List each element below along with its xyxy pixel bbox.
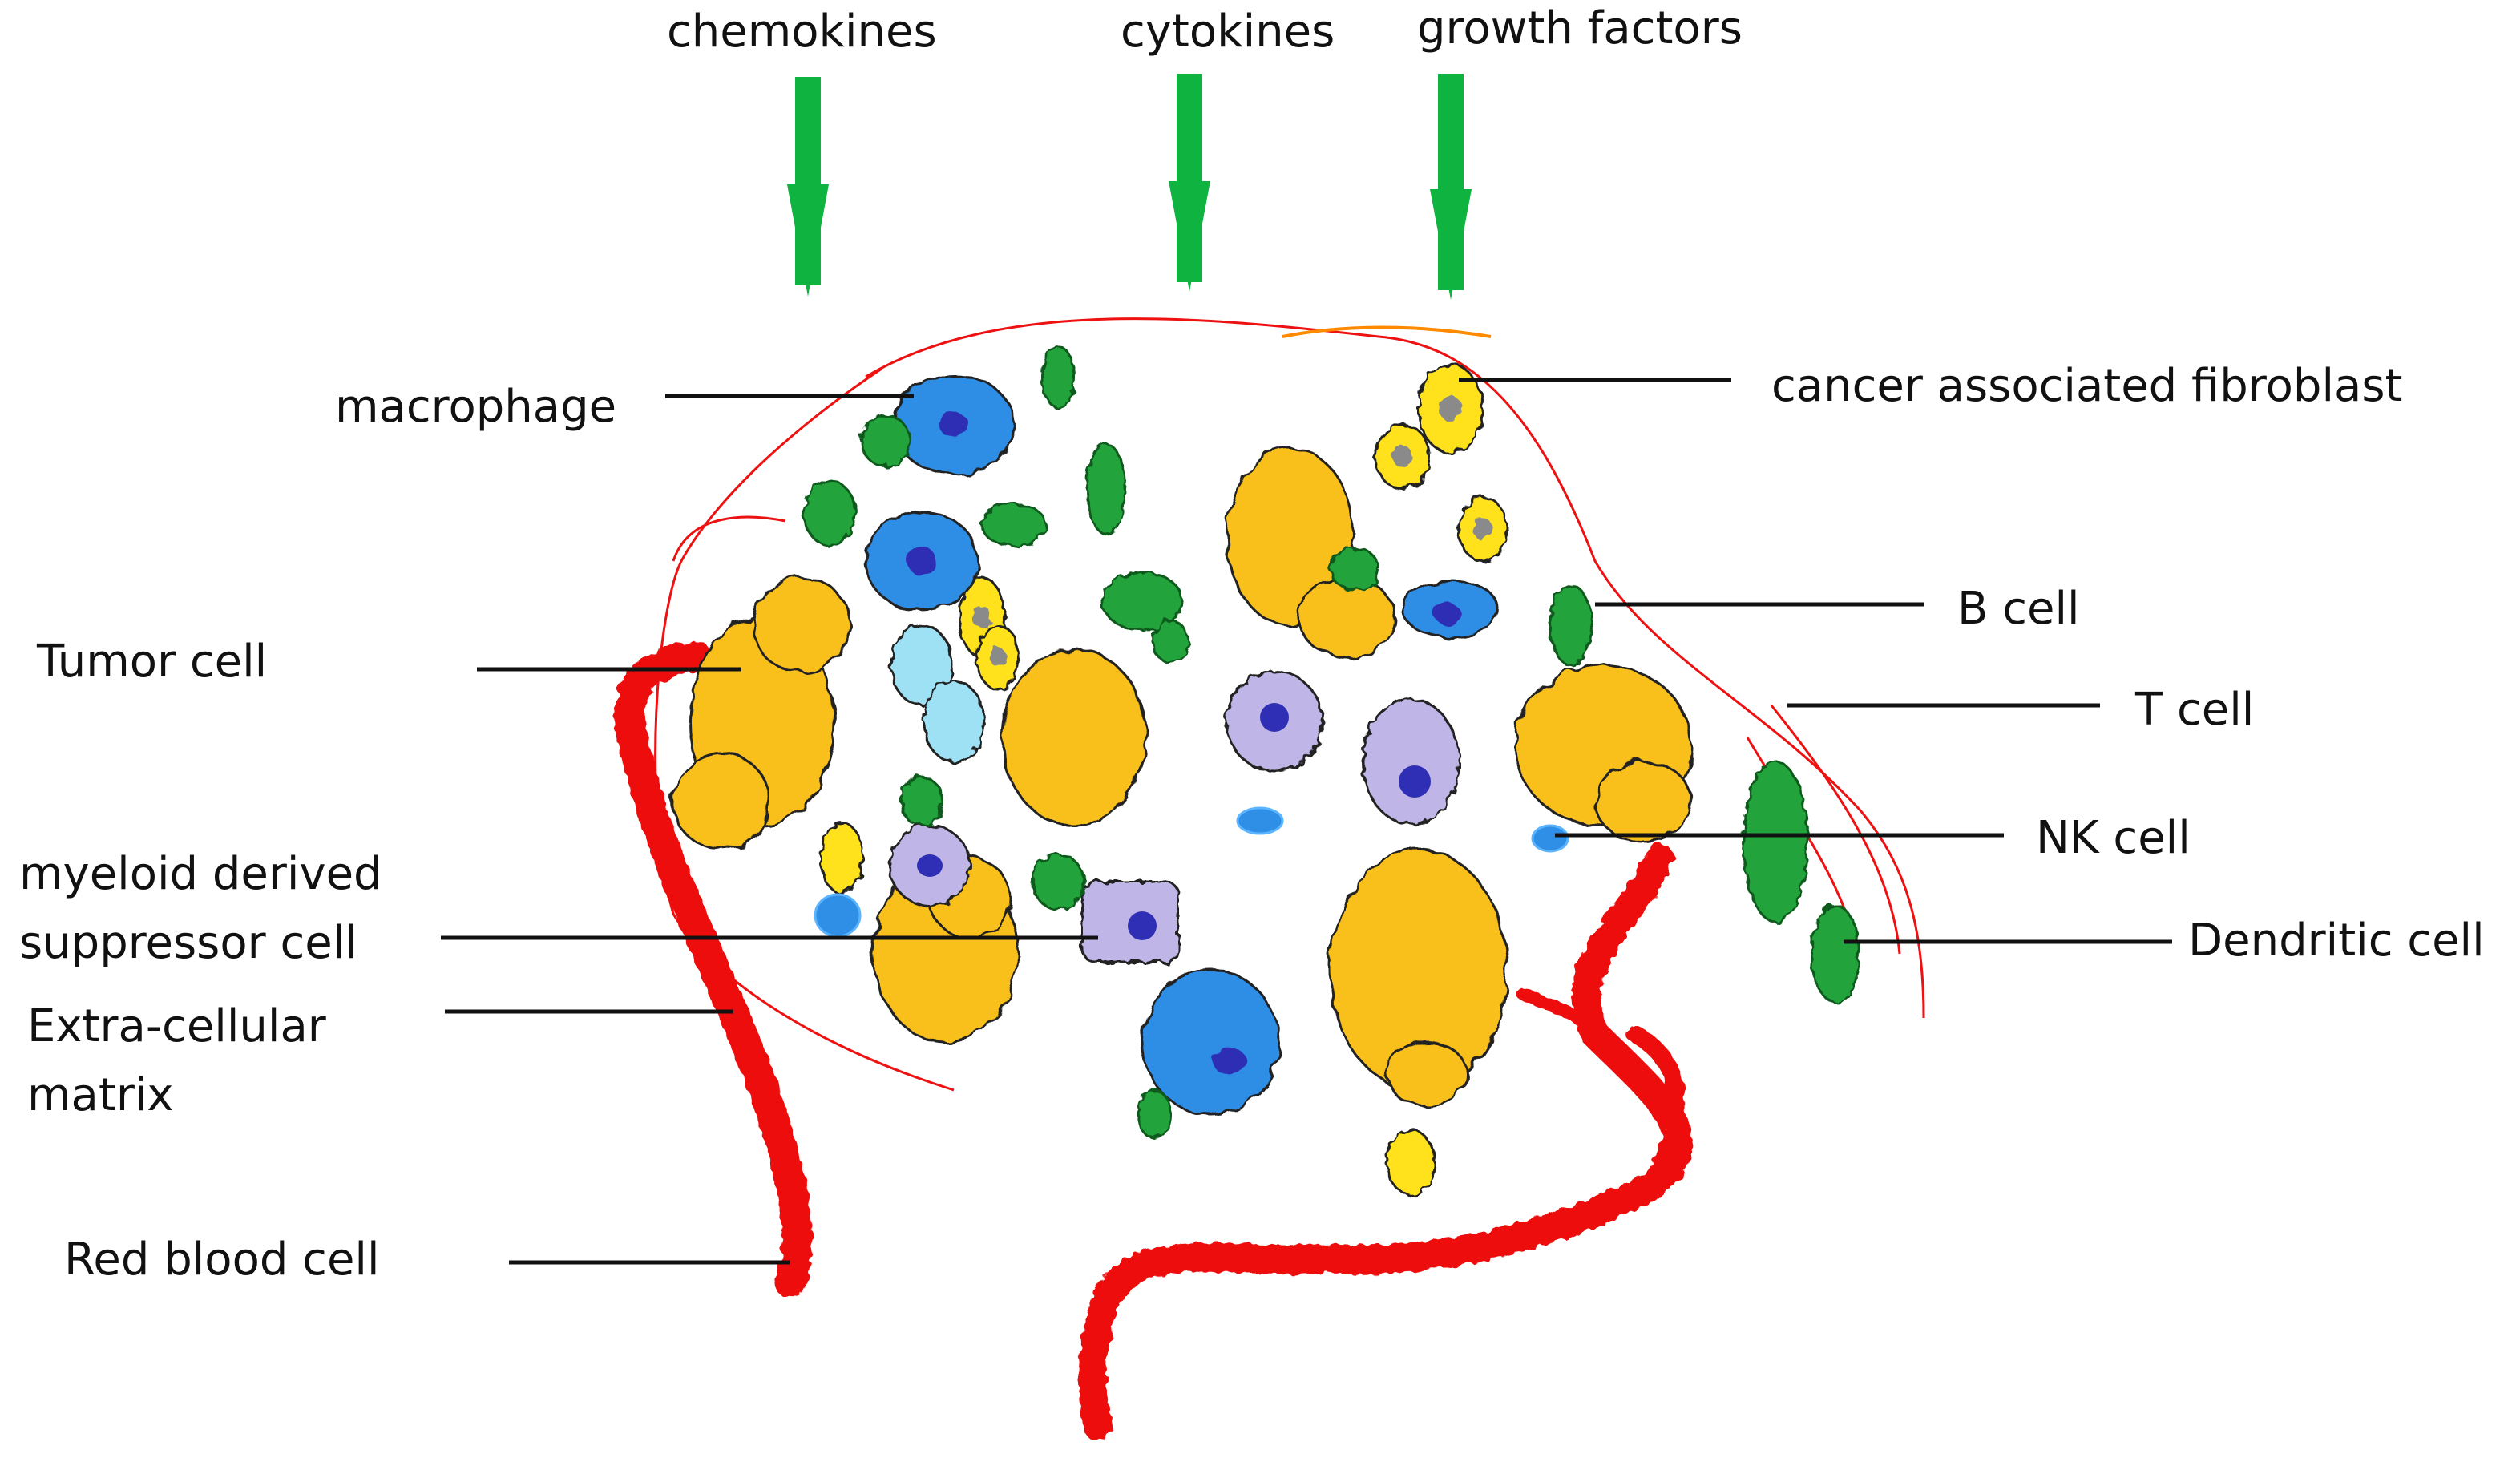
label-mdsc: myeloid derived suppressor cell: [19, 840, 468, 978]
signal-arrows: [787, 74, 1472, 300]
label-red-blood-cell: Red blood cell: [64, 1234, 380, 1286]
label-mdsc-line2: suppressor cell: [19, 917, 357, 969]
label-cancer-associated-fibroblast: cancer associated fibroblast: [1771, 360, 2403, 412]
label-ecm-line2: matrix: [27, 1069, 174, 1121]
label-t-cell: T cell: [2135, 684, 2255, 736]
label-macrophage: macrophage: [335, 381, 617, 433]
cancer-associated-fibroblasts: [819, 363, 1508, 1196]
light-cyan-cells: [890, 624, 986, 763]
nk-cells: [814, 806, 1569, 938]
extracellular-matrix: [654, 317, 1925, 1092]
label-mdsc-line1: myeloid derived: [19, 848, 382, 900]
signal-label-growth-factors: growth factors: [1417, 2, 1743, 55]
leader-lines: [441, 378, 2172, 1265]
blood-vessels: [615, 642, 1693, 1441]
label-extracellular-matrix: Extra-cellular matrix: [27, 992, 444, 1130]
label-ecm-line1: Extra-cellular: [27, 1000, 326, 1052]
label-tumor-cell: Tumor cell: [37, 636, 268, 688]
down-arrow-icon: [1169, 74, 1210, 292]
macrophages: [864, 374, 1500, 1116]
label-dendritic-cell: Dendritic cell: [2188, 915, 2485, 967]
down-arrow-icon: [1430, 74, 1472, 300]
vessel-right: [1078, 843, 1693, 1441]
tumor-cells: [672, 447, 1693, 1108]
label-nk-cell: NK cell: [2036, 812, 2191, 864]
vessel-left: [615, 642, 813, 1298]
signal-label-cytokines: cytokines: [1121, 6, 1335, 58]
signal-label-chemokines: chemokines: [667, 6, 937, 58]
down-arrow-icon: [787, 77, 829, 297]
myeloid-derived-suppressor-cells: [888, 670, 1460, 963]
label-b-cell: B cell: [1957, 583, 2080, 635]
lymphoid-cells: [802, 345, 1861, 1140]
